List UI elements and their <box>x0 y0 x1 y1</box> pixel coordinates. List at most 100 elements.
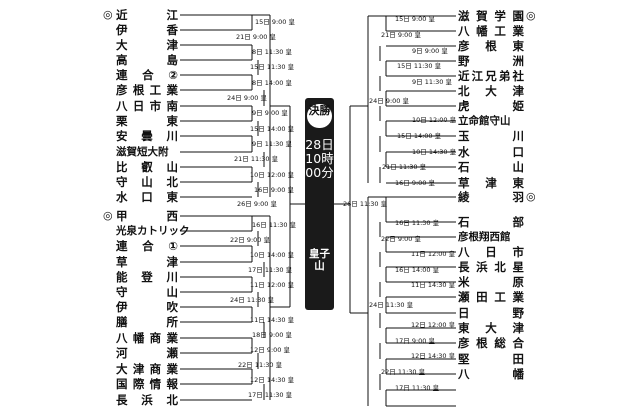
seed-mark: ◎ <box>526 190 536 203</box>
left-team-name: 草津 <box>116 255 178 269</box>
left-team-name: 比叡山 <box>116 160 178 174</box>
left-team-name: 伊香 <box>116 23 178 37</box>
match-schedule: 21日 9:00 皇 <box>381 31 421 39</box>
right-team-name: 立命館守山 <box>458 115 511 127</box>
right-team-name: 彦根東 <box>458 39 524 53</box>
right-team-name: 八幡工業 <box>458 24 524 38</box>
final-title: 決勝 <box>307 104 332 128</box>
right-team-name: 滋賀学園 <box>458 9 524 23</box>
left-team-name: 守山北 <box>116 175 178 189</box>
right-team-name: 水口 <box>458 145 524 159</box>
left-team-name: 高島 <box>116 53 178 67</box>
final-venue: 皇子山 <box>309 248 330 272</box>
right-team-name: 石部 <box>458 215 524 229</box>
match-schedule: 17日 11:30 皇 <box>248 391 293 399</box>
match-schedule: 22日 11:30 皇 <box>381 368 426 376</box>
match-schedule: 9日 9:00 皇 <box>412 47 448 55</box>
match-schedule: 9日 9:00 皇 <box>252 109 288 117</box>
match-schedule: 21日 11:30 皇 <box>382 163 427 171</box>
right-team-name: 草津東 <box>458 176 524 190</box>
match-schedule: 16日 11:30 皇 <box>395 219 440 227</box>
match-schedule: 10日 12:00 皇 <box>412 116 457 124</box>
match-schedule: 17日 11:30 皇 <box>395 384 440 392</box>
right-team-name: 石山 <box>458 160 524 174</box>
seed-mark: ◎ <box>103 209 113 222</box>
right-team-name: 八幡 <box>458 367 524 381</box>
match-schedule: 15日 11:30 皇 <box>397 62 442 70</box>
final-datetime: 28日10時00分 <box>305 137 334 180</box>
match-schedule: 21日 11:30 皇 <box>234 155 279 163</box>
match-schedule: 24日 11:30 皇 <box>369 301 414 309</box>
match-schedule: 15日 14:00 皇 <box>397 132 442 140</box>
left-team-name: 大津 <box>116 38 178 52</box>
match-schedule: 8日 14:00 皇 <box>252 79 292 87</box>
right-team-name: 瀬田工業 <box>458 290 524 304</box>
right-team-name: 北大津 <box>458 84 524 98</box>
right-team-name: 日野 <box>458 306 524 320</box>
match-schedule: 16日 11:30 皇 <box>252 221 297 229</box>
match-schedule: 26日 11:30 皇 <box>343 200 388 208</box>
match-schedule: 11日 14:30 皇 <box>411 281 456 289</box>
left-team-name: 守山 <box>116 285 178 299</box>
match-schedule: 22日 9:00 皇 <box>381 235 421 243</box>
match-schedule: 17日 9:00 皇 <box>395 337 435 345</box>
right-team-name: 東大津 <box>458 321 524 335</box>
match-schedule: 18日 9:00 皇 <box>252 331 292 339</box>
seed-mark: ◎ <box>526 9 536 22</box>
left-team-name: 安曇川 <box>116 129 178 143</box>
right-team-name: 綾羽 <box>458 190 524 204</box>
left-team-name: 近江 <box>116 8 178 22</box>
match-schedule: 12日 14:30 皇 <box>411 352 456 360</box>
match-schedule: 12日 14:30 皇 <box>250 376 295 384</box>
match-schedule: 15日 9:00 皇 <box>395 15 435 23</box>
left-team-name: 大津商業 <box>116 362 178 376</box>
right-team-name: 長浜北星 <box>458 260 524 274</box>
right-team-name: 彦根総合 <box>458 336 524 350</box>
final-match-box: 決勝 28日10時00分 皇子山 <box>305 98 334 310</box>
match-schedule: 12日 9:00 皇 <box>250 346 290 354</box>
left-team-name: 能登川 <box>116 270 178 284</box>
match-schedule: 11日 12:00 皇 <box>250 281 295 289</box>
match-schedule: 10日 12:00 皇 <box>250 171 295 179</box>
right-team-name: 八日市 <box>458 245 524 259</box>
match-schedule: 10日 14:30 皇 <box>412 148 457 156</box>
left-team-name: 滋賀短大附 <box>116 146 169 158</box>
match-schedule: 24日 11:30 皇 <box>230 296 275 304</box>
left-team-name: 国際情報 <box>116 377 178 391</box>
match-schedule: 16日 9:00 皇 <box>395 179 435 187</box>
left-team-name: 連合② <box>116 68 178 82</box>
right-team-name: 虎姫 <box>458 99 524 113</box>
match-schedule: 10日 14:00 皇 <box>250 251 295 259</box>
match-schedule: 26日 9:00 皇 <box>237 200 277 208</box>
left-team-name: 長浜北 <box>116 393 178 407</box>
match-schedule: 15日 9:00 皇 <box>255 18 295 26</box>
right-team-name: 彦根翔西館 <box>458 231 511 243</box>
left-team-name: 栗東 <box>116 114 178 128</box>
right-team-name: 玉川 <box>458 129 524 143</box>
match-schedule: 12日 12:00 皇 <box>411 321 456 329</box>
match-schedule: 22日 11:30 皇 <box>238 361 283 369</box>
right-team-name: 堅田 <box>458 352 524 366</box>
match-schedule: 9日 11:30 皇 <box>412 78 452 86</box>
left-team-name: 伊吹 <box>116 300 178 314</box>
match-schedule: 16日 14:00 皇 <box>395 266 440 274</box>
match-schedule: 24日 9:00 皇 <box>227 94 267 102</box>
match-schedule: 15日 14:00 皇 <box>250 125 295 133</box>
right-team-name: 野洲 <box>458 54 524 68</box>
left-team-name: 八幡商業 <box>116 331 178 345</box>
left-team-name: 連合① <box>116 239 178 253</box>
left-team-name: 光泉カトリック <box>116 225 190 237</box>
match-schedule: 8日 11:30 皇 <box>252 48 292 56</box>
match-schedule: 22日 9:00 皇 <box>230 236 270 244</box>
match-schedule: 16日 9:00 皇 <box>254 186 294 194</box>
left-team-name: 水口東 <box>116 190 178 204</box>
match-schedule: 11日 14:30 皇 <box>250 316 295 324</box>
match-schedule: 21日 9:00 皇 <box>236 33 276 41</box>
left-team-name: 河瀬 <box>116 346 178 360</box>
seed-mark: ◎ <box>103 8 113 21</box>
left-team-name: 膳所 <box>116 315 178 329</box>
right-team-name: 近江兄弟社 <box>458 69 524 83</box>
left-team-name: 彦根工業 <box>116 83 178 97</box>
left-team-name: 八日市南 <box>116 99 178 113</box>
